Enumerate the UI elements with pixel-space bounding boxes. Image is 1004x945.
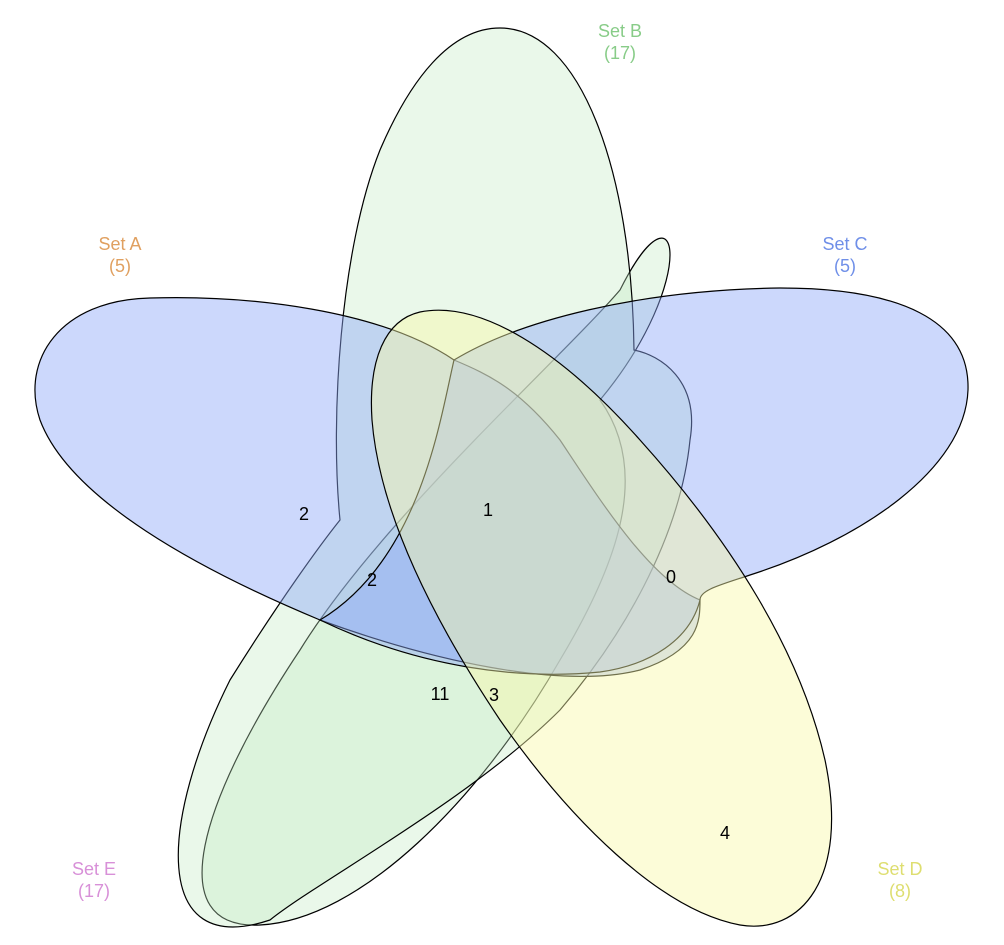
region-count: 2 [366, 570, 377, 590]
region-count: 1 [482, 500, 493, 520]
set-e-size: (17) [77, 881, 110, 901]
set-e-label: Set E (17) [34, 858, 154, 902]
set-c-name: Set C [822, 234, 868, 254]
set-e-name: Set E [71, 859, 117, 879]
region-count: 0 [665, 567, 676, 587]
set-d-label: Set D (8) [840, 858, 960, 902]
set-b-ellipse [177, 27, 693, 928]
set-a-name: Set A [98, 234, 142, 254]
set-a-label: Set A (5) [60, 233, 180, 277]
set-a-size: (5) [109, 256, 131, 276]
region-count: 11 [430, 684, 450, 704]
set-c-label: Set C (5) [785, 233, 905, 277]
set-c-ellipse [318, 287, 969, 675]
set-d-size: (8) [889, 881, 911, 901]
set-b-name: Set B [597, 21, 643, 41]
set-d-ellipse [370, 309, 833, 927]
set-d-name: Set D [877, 859, 923, 879]
set-c-size: (5) [834, 256, 856, 276]
region-count: 2 [298, 504, 309, 524]
set-a-ellipse [34, 297, 701, 677]
set-b-label: Set B (17) [560, 20, 680, 64]
region-count: 3 [488, 685, 499, 705]
set-b-size: (17) [603, 43, 636, 63]
set-e-ellipse [201, 237, 671, 926]
region-count: 4 [719, 823, 730, 843]
